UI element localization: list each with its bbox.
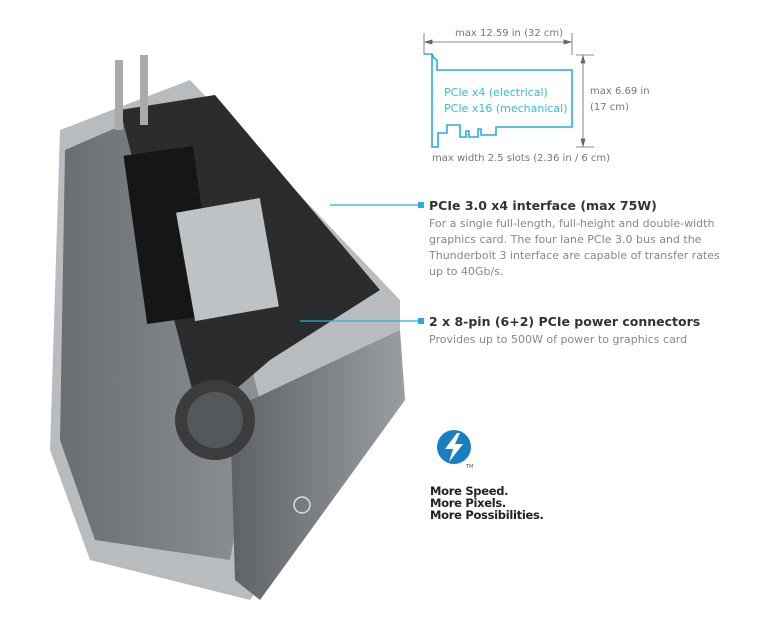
- callout-marker-power: [418, 318, 424, 324]
- enclosure-product-image: [50, 55, 405, 600]
- callout-title: PCIe 3.0 x4 interface (max 75W): [429, 198, 657, 213]
- card-outline-diagram: [423, 33, 594, 148]
- card-height-label: max 6.69 in: [590, 86, 650, 97]
- power-button-icon: [293, 496, 311, 514]
- tagline-line: More Speed.: [430, 484, 509, 498]
- callout-text: For a single full-length, full-height an…: [429, 217, 720, 278]
- card-length-label: max 12.59 in (32 cm): [455, 28, 564, 39]
- tagline-line: More Pixels.: [430, 496, 506, 510]
- callout-text: Provides up to 500W of power to graphics…: [429, 333, 688, 346]
- card-electrical-label: PCIe x4 (electrical): [444, 86, 548, 99]
- thunderbolt-logo-icon: [437, 430, 471, 464]
- thunderbolt-tagline: More Speed. More Pixels. More Possibilit…: [430, 485, 544, 521]
- tagline-line: More Possibilities.: [430, 508, 544, 522]
- card-width-label: max width 2.5 slots (2.36 in / 6 cm): [432, 153, 611, 164]
- card-height-cm-label: (17 cm): [590, 102, 629, 113]
- callout-marker-pcie: [418, 202, 424, 208]
- callout-lines: [300, 202, 424, 324]
- callout-power-connectors: 2 x 8-pin (6+2) PCIe power connectors Pr…: [429, 314, 729, 348]
- callout-title: 2 x 8-pin (6+2) PCIe power connectors: [429, 314, 701, 329]
- trademark-label: TM: [466, 464, 474, 470]
- card-mechanical-label: PCIe x16 (mechanical): [444, 102, 568, 115]
- callout-pcie-interface: PCIe 3.0 x4 interface (max 75W) For a si…: [429, 198, 729, 280]
